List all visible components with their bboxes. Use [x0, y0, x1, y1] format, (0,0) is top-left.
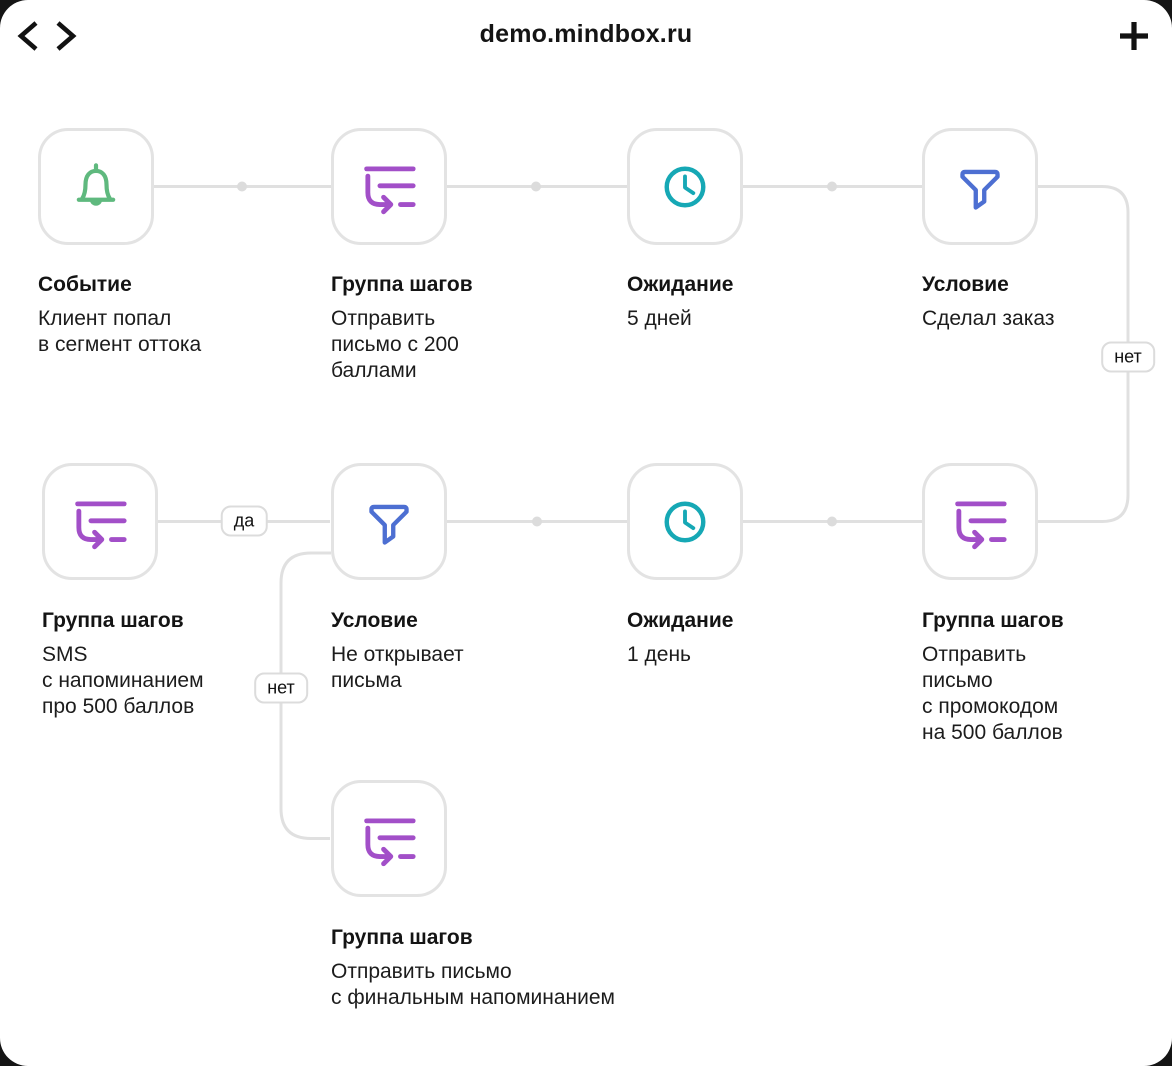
steps-icon — [364, 817, 416, 866]
forward-button[interactable] — [50, 19, 80, 53]
nav-buttons — [14, 19, 80, 53]
plus-icon — [1120, 22, 1148, 50]
node-wait-5-days-text: Ожидание 5 дней — [627, 271, 1007, 332]
node-subtitle: Сделал заказ — [922, 307, 1055, 330]
node-wait-5-days[interactable] — [627, 128, 743, 245]
node-step-group-email-200-text: Группа шагов Отправить письмо с 200 балл… — [331, 271, 711, 384]
node-subtitle: 1 день — [627, 643, 691, 666]
node-condition-not-opening[interactable] — [331, 463, 447, 580]
node-title: Группа шагов — [42, 609, 184, 632]
node-event-text: Событие Клиент попал в сегмент оттока — [38, 271, 418, 358]
node-title: Событие — [38, 273, 132, 296]
node-step-group-email-200[interactable] — [331, 128, 447, 245]
node-condition-made-order[interactable] — [922, 128, 1038, 245]
node-subtitle: Отправить письмо с промокодом на 500 бал… — [922, 643, 1063, 744]
node-subtitle: Клиент попал в сегмент оттока — [38, 307, 202, 356]
add-node-button[interactable] — [1117, 19, 1151, 53]
edge-dot — [827, 181, 837, 192]
edge-dot — [532, 516, 542, 527]
back-button[interactable] — [14, 19, 44, 53]
node-subtitle: Отправить письмо с финальным напоминание… — [331, 960, 615, 1009]
node-event[interactable] — [38, 128, 154, 245]
node-step-group-sms-500-text: Группа шагов SMS с напоминанием про 500 … — [42, 607, 422, 720]
edge-label-no-top: нет — [1101, 341, 1155, 373]
funnel-icon — [960, 169, 1000, 210]
steps-icon — [955, 500, 1007, 549]
node-step-group-final-text: Группа шагов Отправить письмо с финальны… — [331, 924, 711, 1011]
node-title: Ожидание — [627, 273, 734, 296]
funnel-icon — [369, 504, 409, 545]
node-subtitle: Отправить письмо с 200 баллами — [331, 307, 459, 382]
edge-dot — [827, 516, 837, 527]
node-condition-not-opening-text: Условие Не открывает письма — [331, 607, 711, 694]
edge-dot — [237, 181, 247, 192]
steps-icon — [75, 500, 127, 549]
node-wait-1-day-text: Ожидание 1 день — [627, 607, 1007, 668]
node-condition-made-order-text: Условие Сделал заказ — [922, 271, 1172, 332]
node-title: Группа шагов — [331, 926, 473, 949]
node-wait-1-day[interactable] — [627, 463, 743, 580]
page-title: demo.mindbox.ru — [479, 20, 693, 48]
node-step-group-final[interactable] — [331, 780, 447, 897]
chevron-left-icon — [17, 21, 38, 51]
edge-dot — [531, 181, 541, 192]
node-subtitle: 5 дней — [627, 307, 692, 330]
node-step-group-sms-500[interactable] — [42, 463, 158, 580]
node-subtitle: SMS с напоминанием про 500 баллов — [42, 643, 204, 718]
node-title: Группа шагов — [331, 273, 473, 296]
clock-icon — [664, 166, 706, 207]
node-title: Условие — [331, 609, 418, 632]
node-title: Ожидание — [627, 609, 734, 632]
clock-icon — [664, 501, 706, 542]
edge-label-yes: да — [220, 505, 268, 537]
node-title: Группа шагов — [922, 609, 1064, 632]
node-subtitle: Не открывает письма — [331, 643, 464, 692]
bell-icon — [76, 162, 116, 206]
node-step-group-promo-500-text: Группа шагов Отправить письмо с промокод… — [922, 607, 1172, 746]
edge-label-no-left: нет — [254, 672, 308, 704]
node-title: Условие — [922, 273, 1009, 296]
node-step-group-promo-500[interactable] — [922, 463, 1038, 580]
chevron-right-icon — [56, 21, 77, 51]
steps-icon — [364, 165, 416, 214]
